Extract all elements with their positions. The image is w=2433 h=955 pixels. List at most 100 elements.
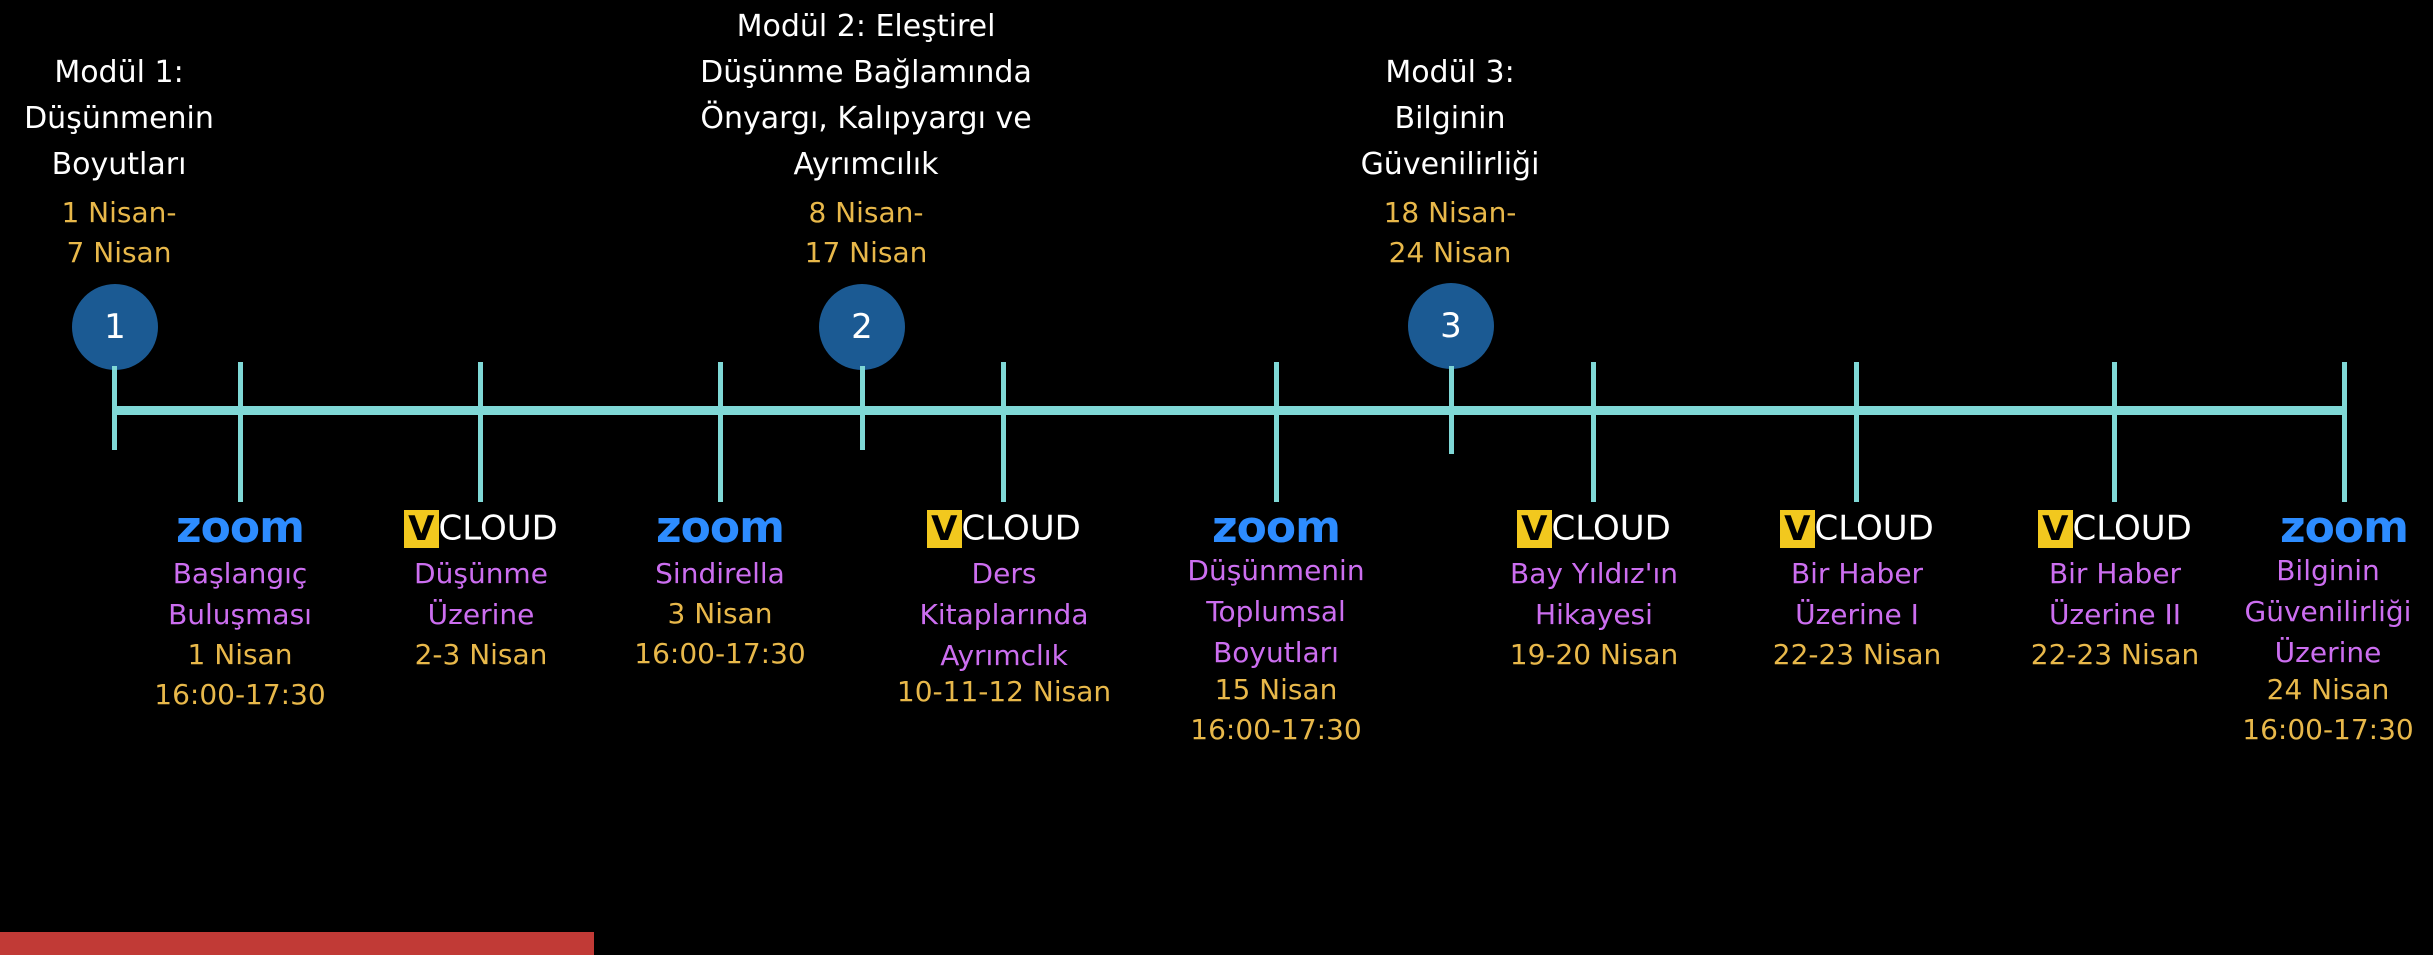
event-title-line: Boyutları <box>1213 636 1339 669</box>
module-title-line: Düşünmenin <box>24 101 214 136</box>
event-7-date: 22-23 Nisan <box>1737 635 1977 675</box>
module-1-title: Modül 1: Düşünmenin Boyutları <box>14 50 224 188</box>
zoom-logo: zoom <box>176 502 305 553</box>
event-title-line: Sindirella <box>655 557 785 590</box>
event-tick <box>238 362 243 502</box>
timeline-axis <box>114 406 2346 415</box>
module-date-line: 18 Nisan- <box>1383 196 1517 229</box>
event-4-date: 10-11-12 Nisan <box>884 672 1124 712</box>
vcloud-wordmark: CLOUD <box>438 508 558 549</box>
event-date-line: 15 Nisan <box>1214 673 1338 706</box>
event-4-title: Ders Kitaplarında Ayrımclık <box>884 553 1124 676</box>
event-title-line: Ders <box>971 557 1037 590</box>
vcloud-wordmark: CLOUD <box>1814 508 1934 549</box>
event-title-line: Bir Haber <box>1790 557 1924 590</box>
module-date-line: 8 Nisan- <box>808 196 924 229</box>
vcloud-v-mark: V <box>927 509 962 548</box>
module-3-title: Modül 3: Bilginin Güvenilirliği <box>1345 50 1555 188</box>
event-3-title: Sindirella <box>600 553 840 594</box>
event-2-title: Düşünme Üzerine <box>361 553 601 635</box>
vcloud-wordmark: CLOUD <box>1551 508 1671 549</box>
event-1-date: 1 Nisan 16:00-17:30 <box>120 635 360 715</box>
module-3-marker: 3 <box>1408 283 1494 369</box>
event-7-title: Bir Haber Üzerine I <box>1737 553 1977 635</box>
bottom-progress-bar <box>0 932 594 955</box>
module-2-marker: 2 <box>819 284 905 370</box>
module-title-line: Ayrımcılık <box>793 147 939 182</box>
zoom-logo: zoom <box>1212 502 1341 553</box>
module-title-line: Boyutları <box>51 147 187 182</box>
event-tick <box>1591 362 1596 502</box>
event-3-date: 3 Nisan 16:00-17:30 <box>600 594 840 674</box>
module-1-tick <box>112 366 117 450</box>
event-date-line: 16:00-17:30 <box>2242 713 2414 746</box>
event-title-line: Üzerine II <box>2048 598 2182 631</box>
event-6-title: Bay Yıldız'ın Hikayesi <box>1474 553 1714 635</box>
event-title-line: Toplumsal <box>1206 595 1346 628</box>
module-3-tick <box>1449 366 1454 454</box>
event-title-line: Üzerine <box>2274 636 2382 669</box>
event-tick <box>718 362 723 502</box>
event-date-line: 22-23 Nisan <box>2030 638 2200 671</box>
event-9-date: 24 Nisan 16:00-17:30 <box>2223 670 2433 750</box>
module-3-dates: 18 Nisan- 24 Nisan <box>1345 193 1555 273</box>
vcloud-v-mark: V <box>1780 509 1815 548</box>
module-title-line: Modül 3: <box>1385 55 1515 90</box>
event-title-line: Kitaplarında <box>919 598 1089 631</box>
event-date-line: 19-20 Nisan <box>1509 638 1679 671</box>
event-title-line: Bir Haber <box>2048 557 2182 590</box>
zoom-logo: zoom <box>2280 502 2409 553</box>
event-tick <box>2342 362 2347 502</box>
event-tick <box>1854 362 1859 502</box>
event-title-line: Bay Yıldız'ın <box>1510 557 1678 590</box>
event-6-date: 19-20 Nisan <box>1474 635 1714 675</box>
event-tick <box>478 362 483 502</box>
module-date-line: 24 Nisan <box>1388 236 1512 269</box>
vcloud-wordmark: CLOUD <box>961 508 1081 549</box>
module-2-tick <box>860 366 865 450</box>
event-8-date: 22-23 Nisan <box>1995 635 2235 675</box>
vcloud-v-mark: V <box>404 509 439 548</box>
event-title-line: Düşünmenin <box>1187 554 1365 587</box>
event-tick <box>1001 362 1006 502</box>
event-title-line: Üzerine <box>427 598 535 631</box>
zoom-logo: zoom <box>656 502 785 553</box>
event-title-line: Buluşması <box>168 598 312 631</box>
event-date-line: 1 Nisan <box>187 638 293 671</box>
module-title-line: Modül 1: <box>54 55 184 90</box>
event-5-date: 15 Nisan 16:00-17:30 <box>1156 670 1396 750</box>
event-title-line: Hikayesi <box>1535 598 1653 631</box>
event-title-line: Üzerine I <box>1795 598 1919 631</box>
vcloud-wordmark: CLOUD <box>2072 508 2192 549</box>
event-1-title: Başlangıç Buluşması <box>120 553 360 635</box>
event-date-line: 2-3 Nisan <box>414 638 548 671</box>
event-title-line: Ayrımclık <box>940 639 1068 672</box>
event-tick <box>1274 362 1279 502</box>
event-date-line: 10-11-12 Nisan <box>896 675 1112 708</box>
event-title-line: Düşünme <box>414 557 548 590</box>
event-tick <box>2112 362 2117 502</box>
event-2-date: 2-3 Nisan <box>361 635 601 675</box>
event-date-line: 22-23 Nisan <box>1772 638 1942 671</box>
vcloud-v-mark: V <box>1517 509 1552 548</box>
module-2-title: Modül 2: Eleştirel Düşünme Bağlamında Ön… <box>686 4 1046 188</box>
module-title-line: Modül 2: Eleştirel <box>736 9 996 44</box>
event-date-line: 16:00-17:30 <box>634 637 806 670</box>
module-title-line: Bilginin <box>1394 101 1506 136</box>
module-date-line: 7 Nisan <box>66 236 172 269</box>
module-title-line: Güvenilirliği <box>1360 147 1540 182</box>
event-title-line: Güvenilirliği <box>2244 595 2412 628</box>
module-title-line: Düşünme Bağlamında <box>700 55 1032 90</box>
module-title-line: Önyargı, Kalıpyargı ve <box>700 101 1032 136</box>
event-title-line: Bilginin <box>2276 554 2380 587</box>
event-date-line: 16:00-17:30 <box>1190 713 1362 746</box>
event-8-title: Bir Haber Üzerine II <box>1995 553 2235 635</box>
event-date-line: 24 Nisan <box>2266 673 2390 706</box>
module-date-line: 17 Nisan <box>804 236 928 269</box>
event-5-title: Düşünmenin Toplumsal Boyutları <box>1156 550 1396 673</box>
